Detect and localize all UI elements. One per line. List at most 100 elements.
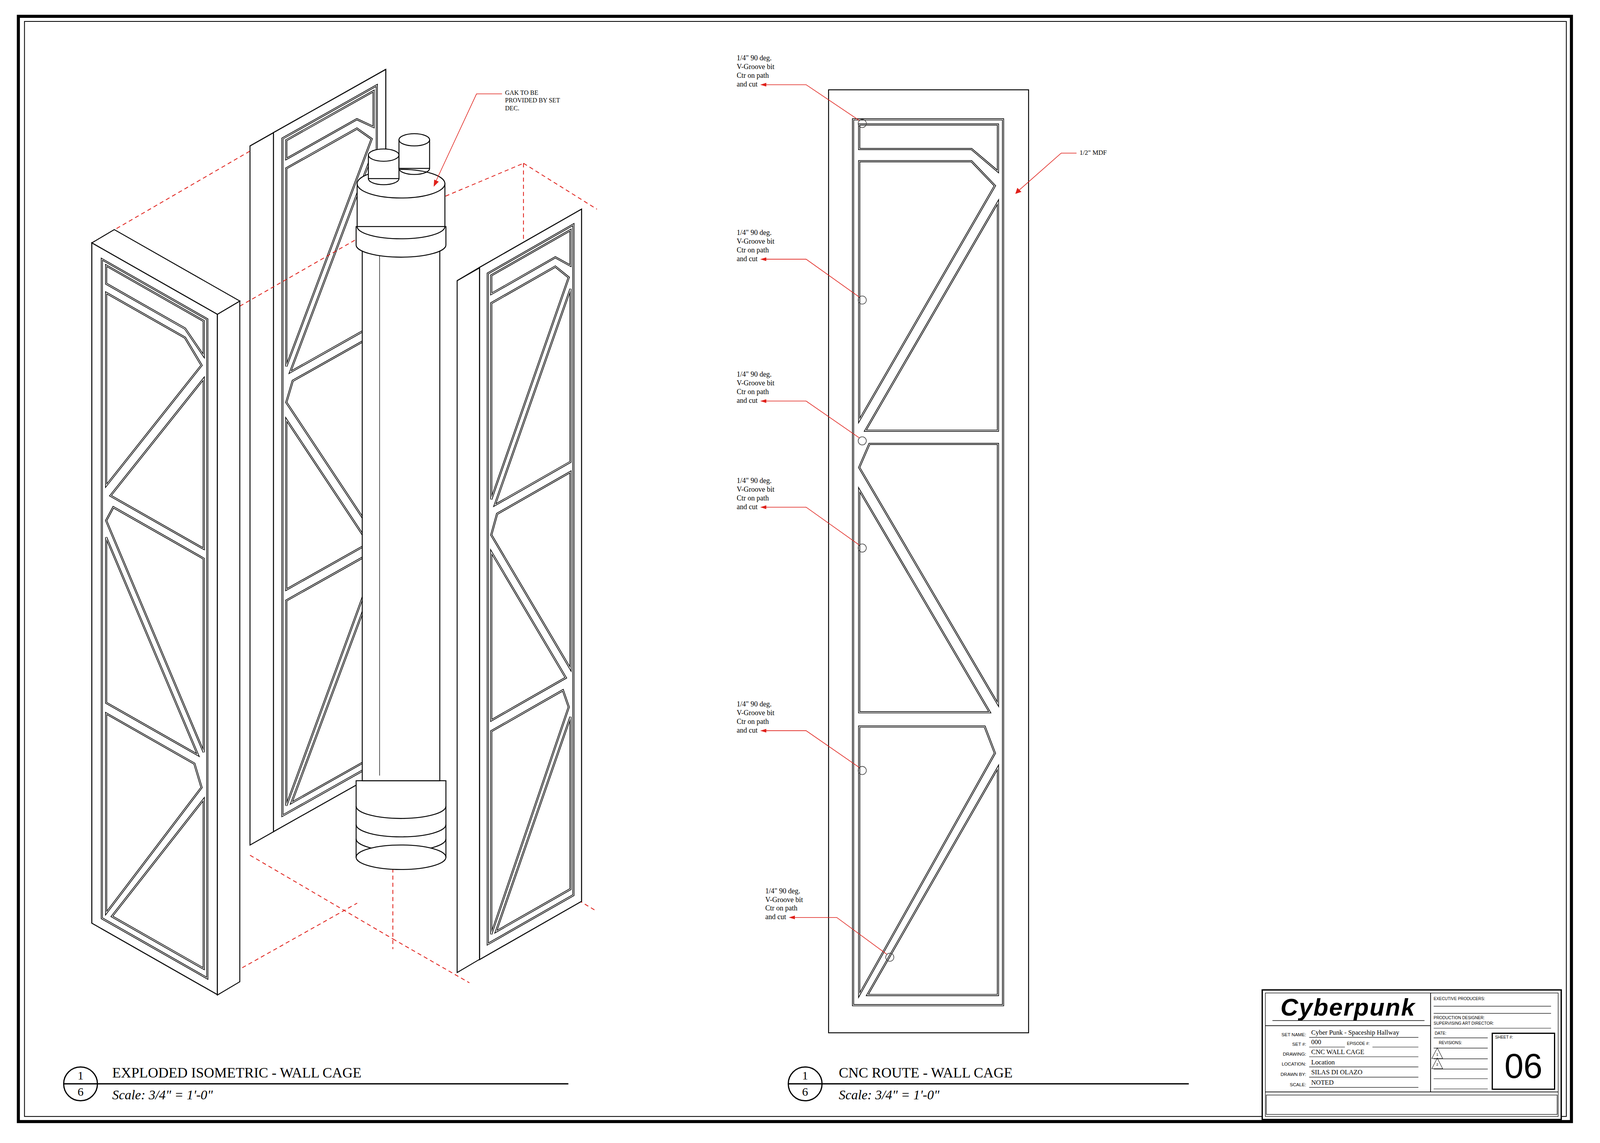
title-block	[1433, 1047, 1488, 1049]
tube-prop	[357, 226, 445, 239]
field-value: 000	[1311, 1038, 1322, 1047]
field-key: PRODUCTION DESIGNER:	[1433, 1015, 1485, 1021]
callout-number: 6	[788, 1083, 822, 1100]
title-block	[1430, 992, 1431, 1092]
leader-lines	[433, 82, 1077, 954]
left-panel	[217, 301, 241, 996]
left-panel	[91, 242, 218, 995]
title-block	[1431, 1047, 1443, 1059]
title-block	[1433, 1037, 1488, 1039]
title-block	[1309, 1046, 1345, 1048]
tube-prop	[355, 844, 446, 870]
title-block	[1309, 1056, 1419, 1057]
back-panel	[250, 132, 274, 845]
leader-lines	[762, 401, 860, 439]
leader-lines	[790, 917, 887, 955]
field-value: CNC WALL CAGE	[1311, 1048, 1365, 1056]
field-key: EXECUTIVE PRODUCERS:	[1433, 996, 1485, 1002]
sheet-key: SHEET #:	[1494, 1034, 1513, 1040]
leader-lines	[762, 84, 860, 121]
sheet-border	[18, 16, 1572, 1122]
field-value: NOTED	[1311, 1078, 1334, 1087]
cnc-route-panel	[858, 544, 867, 553]
sheet-border	[24, 21, 1567, 1117]
sheet-number-box: SHEET #: 06	[1491, 1032, 1555, 1090]
field-key: DRAWN BY:	[1265, 1071, 1307, 1077]
tube-prop	[379, 244, 380, 776]
callout-note: 1/4" 90 deg. V-Groove bit Ctr on path an…	[736, 700, 780, 735]
callout-note: 1/4" 90 deg. V-Groove bit Ctr on path an…	[765, 886, 809, 922]
cnc-route-panel	[858, 766, 867, 775]
field-value: Location	[1311, 1058, 1335, 1067]
title-block	[1433, 1078, 1488, 1079]
callout-note: 1/4" 90 deg. V-Groove bit Ctr on path an…	[736, 228, 780, 264]
explode-guide-lines	[250, 855, 393, 939]
cnc-route-panel	[853, 119, 1004, 1006]
title-block	[1431, 1057, 1443, 1069]
left-panel	[91, 229, 240, 996]
title-block	[1265, 1091, 1559, 1093]
cnc-route-panel	[858, 296, 867, 305]
leader-lines	[760, 399, 767, 403]
title-block	[1265, 992, 1559, 1117]
view-scale: Scale: 3/4" = 1'-0"	[112, 1086, 213, 1104]
title-block	[1372, 1046, 1419, 1048]
revision-number: 2	[1435, 1062, 1440, 1067]
view-title-rules	[63, 1083, 1189, 1085]
tube-prop	[355, 133, 446, 870]
leader-lines	[760, 728, 767, 733]
cnc-route-panel	[858, 119, 867, 128]
view-callout-circle: 16	[63, 1066, 98, 1101]
callout-number: 6	[64, 1083, 97, 1100]
leader-lines	[762, 259, 860, 297]
title-block	[1262, 989, 1562, 1120]
cnc-route-panel	[858, 436, 867, 446]
field-key: LOCATION:	[1265, 1061, 1307, 1067]
leader-lines	[433, 179, 439, 187]
leader-lines	[788, 915, 795, 920]
tube-prop	[355, 805, 446, 851]
title-block	[1433, 1013, 1552, 1014]
note-text: GAK TO BE PROVIDED BY SET DEC.	[505, 88, 562, 112]
tube-prop	[368, 148, 399, 162]
leader-lines	[760, 257, 767, 262]
view-title: CNC ROUTE - WALL CAGE	[838, 1064, 1013, 1082]
callout-number: 1	[64, 1067, 97, 1084]
tube-prop	[398, 168, 430, 175]
sheet-border	[18, 16, 1572, 1122]
field-value: SILAS DI OLAZO	[1311, 1068, 1363, 1077]
title-block	[1309, 1076, 1419, 1078]
sheet-number: 06	[1492, 1048, 1554, 1083]
leader-lines	[1018, 153, 1077, 191]
callout-note: 1/4" 90 deg. V-Groove bit Ctr on path an…	[736, 370, 780, 406]
leader-lines	[762, 507, 860, 545]
leader-lines	[435, 94, 502, 182]
field-key: DATE:	[1434, 1030, 1447, 1037]
field-value: Cyber Punk - Spaceship Hallway	[1311, 1028, 1400, 1037]
view-title-rules	[63, 1082, 569, 1085]
title-block	[1265, 1025, 1431, 1026]
view-title-rules	[787, 1082, 1189, 1085]
title-block	[1309, 1066, 1419, 1068]
title-block	[1309, 1036, 1419, 1038]
cnc-route-panel	[885, 953, 895, 962]
title-block	[1309, 1086, 1419, 1088]
field-key: SET NAME:	[1265, 1031, 1307, 1038]
leader-lines	[762, 730, 860, 768]
title-block	[1433, 1027, 1552, 1029]
field-key: SET #:	[1265, 1041, 1307, 1047]
right-panel	[457, 267, 480, 973]
callout-note: 1/4" 90 deg. V-Groove bit Ctr on path an…	[736, 53, 780, 89]
callout-number: 1	[788, 1067, 822, 1084]
tube-prop	[355, 226, 446, 258]
title-block	[1433, 1005, 1552, 1007]
material-note: 1/2" MDF	[1079, 148, 1108, 157]
title-block	[1433, 1088, 1488, 1089]
title-block	[1272, 1020, 1425, 1022]
view-title: EXPLODED ISOMETRIC - WALL CAGE	[112, 1064, 362, 1082]
right-panel	[457, 209, 582, 973]
explode-guide-lines	[523, 163, 597, 210]
right-panel	[479, 209, 582, 960]
